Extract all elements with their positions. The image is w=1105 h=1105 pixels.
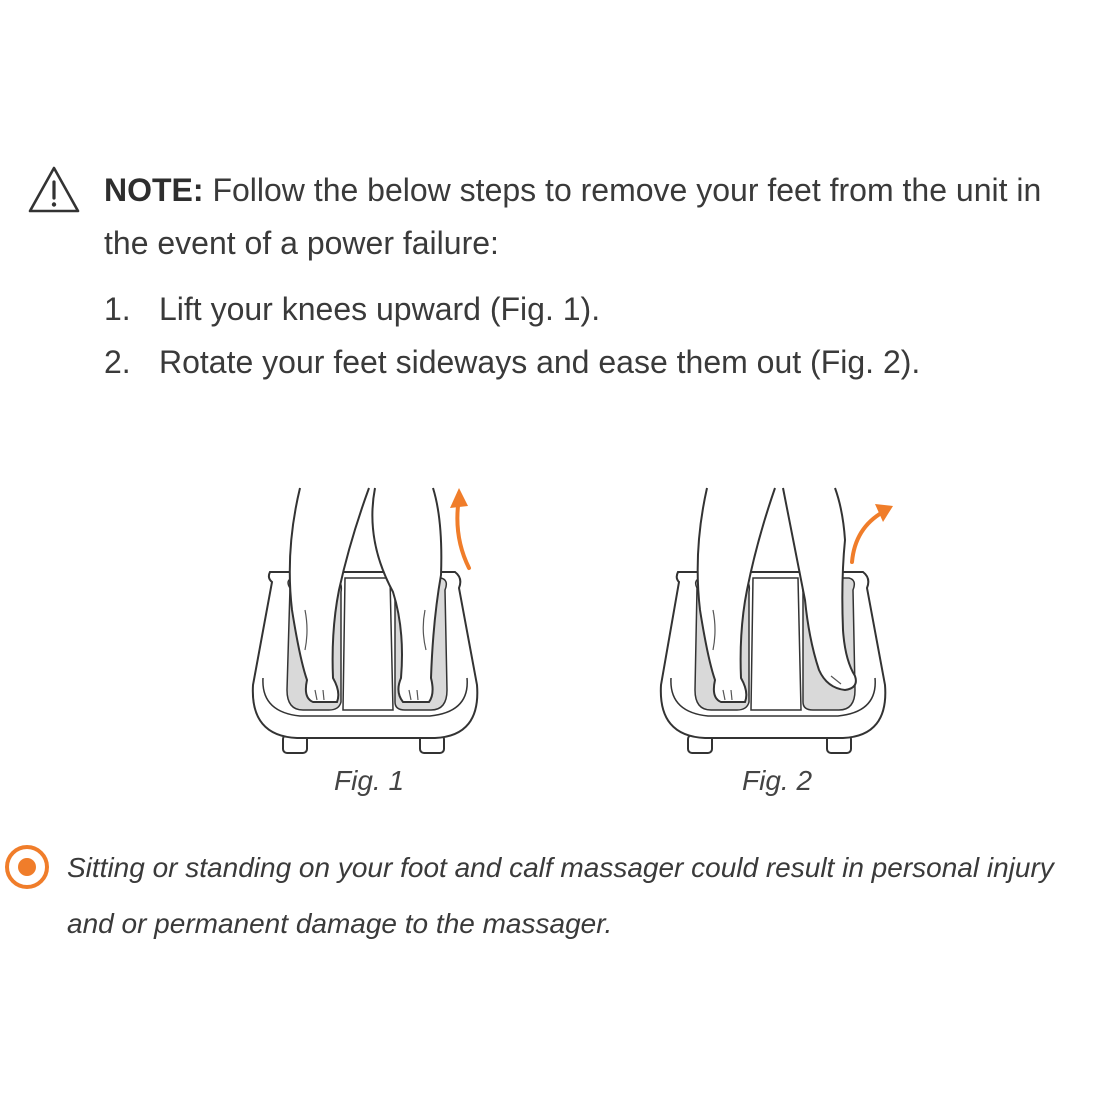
caution-line-1: Sitting or standing on your foot and cal…: [67, 852, 1054, 883]
step-text: Lift your knees upward (Fig. 1).: [159, 291, 601, 327]
caution-line-2: and or permanent damage to the massager.: [67, 908, 613, 939]
note-text-line-1: Follow the below steps to remove your fe…: [203, 172, 1042, 208]
note-text-line-2: the event of a power failure:: [104, 225, 499, 261]
figure-2-illustration: [659, 487, 893, 754]
note-label: NOTE:: [104, 172, 204, 208]
figure-1-illustration: [251, 487, 479, 754]
step-number: 2.: [104, 344, 131, 380]
list-item: 2. Rotate your feet sideways and ease th…: [104, 336, 920, 389]
figure-2-caption: Fig. 2: [742, 765, 813, 796]
step-text: Rotate your feet sideways and ease them …: [159, 344, 921, 380]
figure-1-caption: Fig. 1: [334, 765, 405, 796]
orange-circle-dot-icon: [5, 845, 49, 889]
warning-triangle-icon: [28, 166, 80, 213]
list-item: 1. Lift your knees upward (Fig. 1).: [104, 283, 920, 336]
steps-list: 1. Lift your knees upward (Fig. 1). 2. R…: [104, 283, 920, 389]
note-line-1: NOTE: Follow the below steps to remove y…: [104, 164, 1104, 217]
note-block: NOTE: Follow the below steps to remove y…: [104, 164, 1104, 270]
caution-text: Sitting or standing on your foot and cal…: [67, 840, 1097, 952]
step-number: 1.: [104, 291, 131, 327]
